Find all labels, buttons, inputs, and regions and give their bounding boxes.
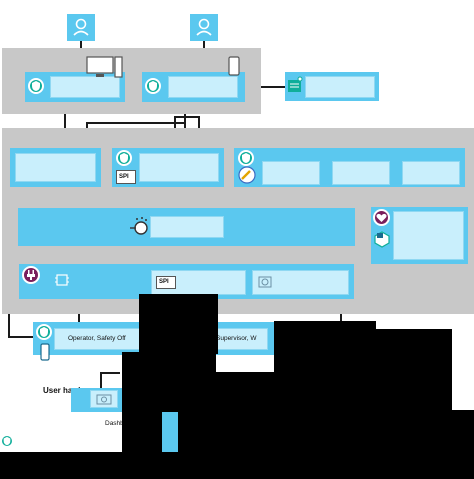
chip-icon: SPI [156,276,176,289]
shield-icon [116,150,132,166]
connector [174,116,198,118]
phone-icon [228,56,240,76]
control-node-label [150,216,224,238]
connector [86,122,186,124]
user-icon [196,18,212,36]
user-hardware-device [90,390,118,408]
client-node-mobile-label [168,76,238,98]
wrench-icon [238,166,256,184]
shield-icon [0,434,14,448]
dashboard-label: Dashb [105,420,124,427]
shield-icon [28,78,44,94]
monitor-icon [86,56,124,78]
camera-icon [258,275,272,289]
connector [64,100,66,148]
gauge-icon [128,214,150,238]
connector [245,86,285,88]
redaction-block [178,410,474,452]
plug-icon [22,266,40,284]
shield-icon [238,150,254,166]
redaction-block [139,294,218,354]
external-device-label [393,211,464,260]
user-node-right[interactable] [190,14,218,41]
chain-step-1 [262,161,320,185]
camera-icon [96,394,112,405]
connector [100,372,120,374]
dashboard-node-edge [162,412,178,452]
connector [184,100,186,148]
supervisor-role-text: Supervisor, W [216,335,257,342]
user-node-left[interactable] [67,14,95,41]
message-icon [287,76,303,96]
client-node-desktop-label [50,76,120,98]
spi-service-node-label [139,153,219,182]
shield-icon [145,78,161,94]
spi-chip-label: SPI [119,174,129,180]
connector [80,40,82,50]
redaction-block [122,372,452,412]
chip-icon [54,272,70,288]
user-hardware-label: User hardware [43,386,99,395]
user-icon [73,18,89,36]
connector [8,336,38,338]
chain-step-2 [332,161,390,185]
connector [100,372,102,390]
phone-icon [40,343,50,361]
shield-icon [36,324,52,340]
messaging-node-label [305,76,375,98]
spi-chip-label: SPI [159,279,169,285]
cube-icon [373,230,391,248]
chain-step-3 [402,161,460,185]
service-node-a-label [15,153,96,182]
redaction-block [274,329,452,373]
chip-icon: SPI [116,170,136,184]
heart-icon [373,209,390,226]
operator-role-text: Operator, Safety Off [68,335,126,342]
redaction-block [0,452,474,479]
redaction-block [122,410,162,452]
hardware-bus-slot [252,270,349,295]
